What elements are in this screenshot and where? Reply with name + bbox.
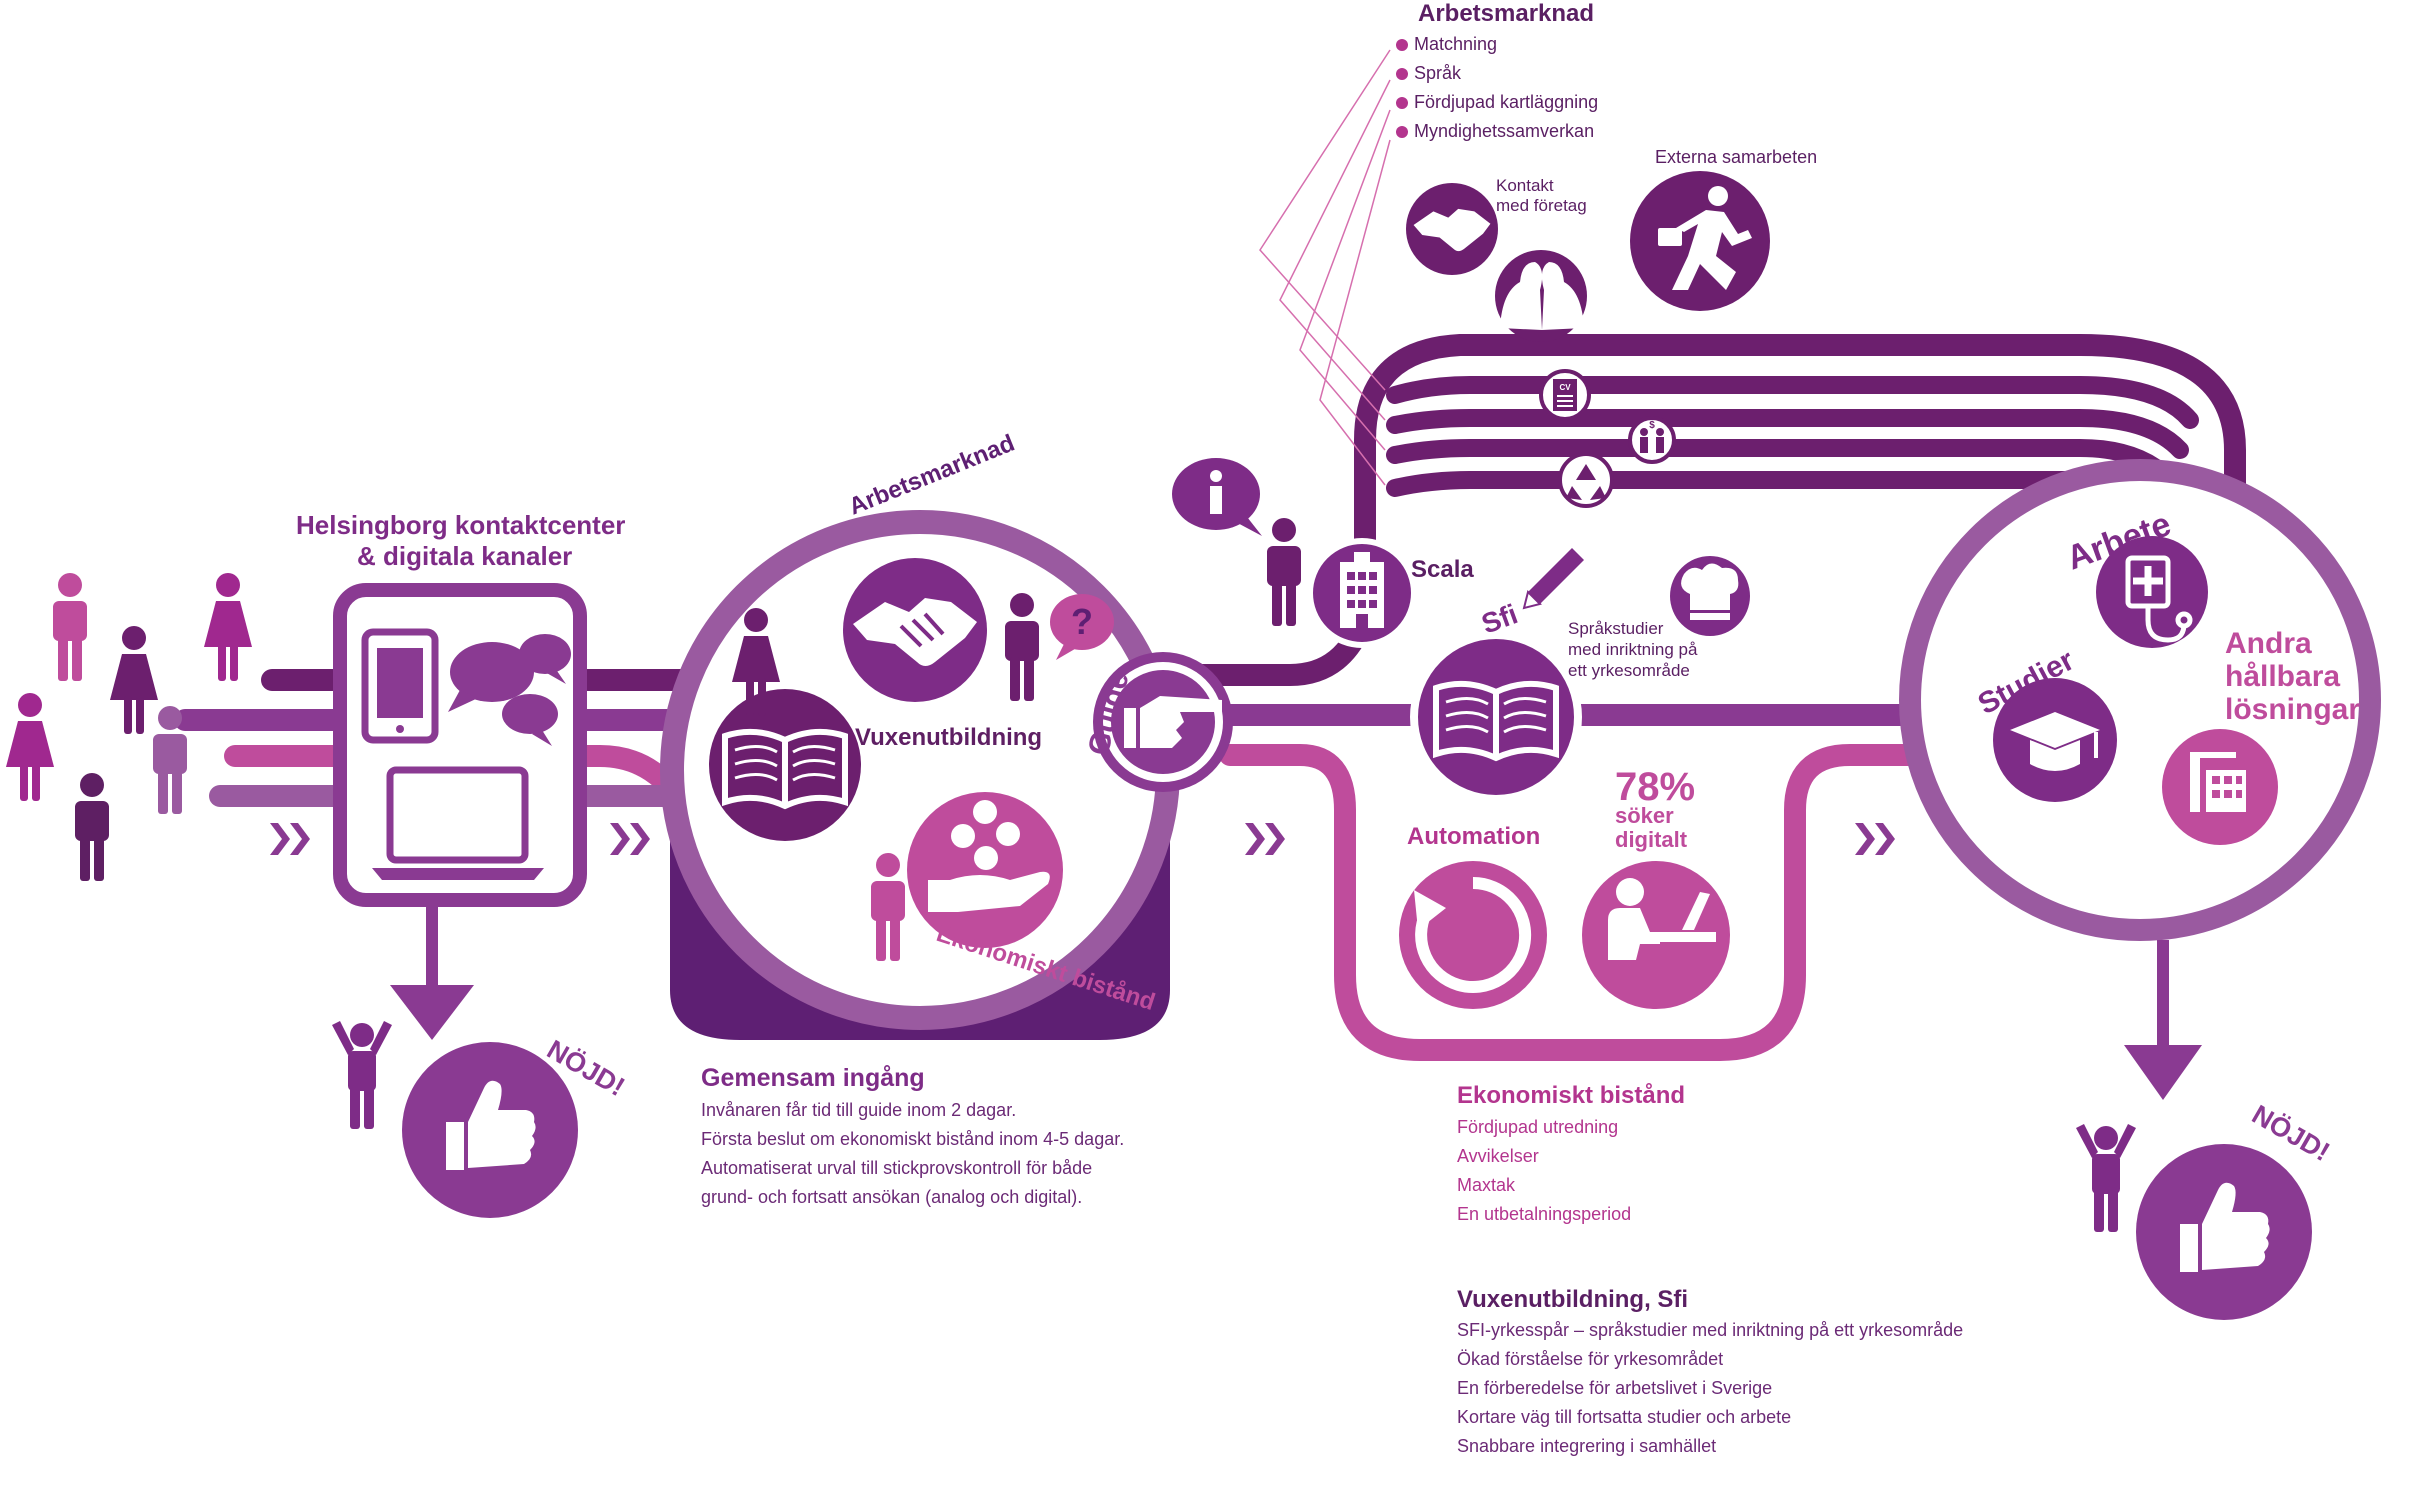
outcome-andra-line1: Andra — [2225, 627, 2312, 660]
runner-icon — [1630, 171, 1770, 311]
list-item: Automatiserat urval till stickprovskontr… — [701, 1158, 1093, 1178]
cv-icon: CV — [1539, 369, 1591, 421]
device-panel — [333, 583, 587, 1040]
refresh-icon — [1414, 877, 1532, 993]
list-item: Maxtak — [1457, 1175, 1516, 1195]
person-icon — [204, 573, 252, 681]
question-icon: ? — [1050, 594, 1114, 660]
list-item: Kortare väg till fortsatta studier och a… — [1457, 1407, 1792, 1427]
list-item: Myndighetssamverkan — [1396, 117, 1598, 146]
computer-user-icon — [1608, 878, 1716, 960]
vux-list: SFI-yrkesspår – språkstudier med inriktn… — [1457, 1316, 1963, 1461]
list-item: grund- och fortsatt ansökan (analog och … — [701, 1187, 1083, 1207]
list-item: Första beslut om ekonomiskt bistånd inom… — [701, 1129, 1125, 1149]
chef-hat-icon — [1670, 556, 1750, 636]
satisfied-right: NÖJD! — [2076, 1099, 2335, 1320]
automation — [1399, 861, 1547, 1009]
central-hub: ? Arbetsmarknad Vuxenutbildning Ekonomis… — [660, 430, 1233, 1040]
pointing-hand-icon — [1124, 696, 1222, 748]
hub-vuxenutbildning-label: Vuxenutbildning — [855, 724, 1042, 751]
kontakt-line2: med företag — [1496, 196, 1587, 215]
digital-stat: 78% söker digitalt — [1582, 765, 1730, 1009]
kontaktcenter-title-2: & digitala kanaler — [357, 541, 573, 571]
list-item: En utbetalningsperiod — [1457, 1204, 1632, 1224]
pencil-icon — [1522, 548, 1584, 610]
list-item: En förberedelse för arbetslivet i Sverig… — [1457, 1378, 1773, 1398]
scala — [1307, 538, 1417, 648]
person-icon — [53, 573, 87, 681]
ekonomiskt-title: Ekonomiskt bistånd — [1457, 1082, 1686, 1109]
outcome-hub: Arbete Studier Andra hållbara lösningar — [1899, 459, 2381, 1100]
kontakt-line1: Kontakt — [1496, 176, 1554, 195]
list-item: Invånaren får tid till guide inom 2 daga… — [701, 1100, 1017, 1120]
svg-text:?: ? — [1071, 601, 1093, 642]
stat-value: 78% — [1615, 765, 1695, 809]
info-icon — [1210, 470, 1222, 514]
person-icon — [75, 773, 109, 881]
chevron-icon — [270, 823, 1895, 855]
kontaktcenter-title-1: Helsingborg kontaktcenter — [296, 510, 626, 540]
coins-hand-icon — [928, 800, 1050, 912]
person-icon — [332, 1021, 392, 1129]
person-icon — [6, 693, 54, 801]
medical-icon — [2125, 555, 2193, 643]
list-item: Avvikelser — [1457, 1146, 1539, 1166]
person-icon — [2076, 1124, 2136, 1232]
gemensam-title: Gemensam ingång — [701, 1064, 925, 1092]
connector-lines — [1259, 49, 1391, 486]
heads-icon — [1495, 250, 1587, 342]
outcome-andra-line2: hållbara — [2225, 660, 2340, 693]
graduation-cap-icon — [2010, 712, 2100, 771]
vux-title: Vuxenutbildning, Sfi — [1457, 1286, 1689, 1313]
stat-line2: digitalt — [1615, 827, 1688, 852]
sfi-circle: Sfi — [1410, 598, 1582, 803]
laptop-icon — [372, 766, 544, 880]
stat-line1: söker — [1615, 803, 1674, 828]
list-item: Matchning — [1396, 30, 1598, 59]
automation-label: Automation — [1407, 823, 1541, 850]
list-item: Fördjupad kartläggning — [1396, 88, 1598, 117]
kontakt-icon — [1406, 183, 1498, 275]
sprak-line3: ett yrkesområde — [1568, 661, 1690, 680]
arbetsmarknad-title: Arbetsmarknad — [1418, 0, 1595, 27]
chat-bubbles-icon — [448, 634, 571, 746]
svg-text:$: $ — [1649, 420, 1655, 431]
externa-label: Externa samarbeten — [1655, 147, 1818, 167]
hub-arbetsmarknad-label: Arbetsmarknad — [845, 430, 1018, 521]
sprak-line2: med inriktning på — [1568, 640, 1698, 659]
person-icon — [1267, 518, 1301, 626]
satisfied-left: NÖJD! — [332, 1021, 630, 1218]
list-item: Ökad förståelse för yrkesområdet — [1457, 1349, 1724, 1369]
arbetsmarknad-list: Matchning Språk Fördjupad kartläggning M… — [1396, 30, 1598, 146]
list-item: Fördjupad utredning — [1457, 1117, 1619, 1137]
sprak-line1: Språkstudier — [1568, 619, 1664, 638]
handshake-icon — [1413, 208, 1491, 252]
list-item: Snabbare integrering i samhället — [1457, 1436, 1717, 1456]
recycle-icon — [1558, 452, 1614, 508]
gemensam-list: Invånaren får tid till guide inom 2 daga… — [701, 1096, 1124, 1212]
outcome-andra-line3: lösningar — [2225, 693, 2360, 726]
tablet-icon — [361, 628, 439, 744]
person-icon — [110, 626, 158, 734]
people-money-icon: $ — [1628, 416, 1676, 464]
list-item: Språk — [1396, 59, 1598, 88]
ekonomiskt-list: Fördjupad utredning Avvikelser Maxtak En… — [1457, 1113, 1631, 1229]
info-figure — [1172, 458, 1301, 626]
cv-label: CV — [1559, 383, 1571, 392]
list-item: SFI-yrkesspår – språkstudier med inriktn… — [1457, 1320, 1964, 1340]
scala-label: Scala — [1411, 556, 1474, 583]
